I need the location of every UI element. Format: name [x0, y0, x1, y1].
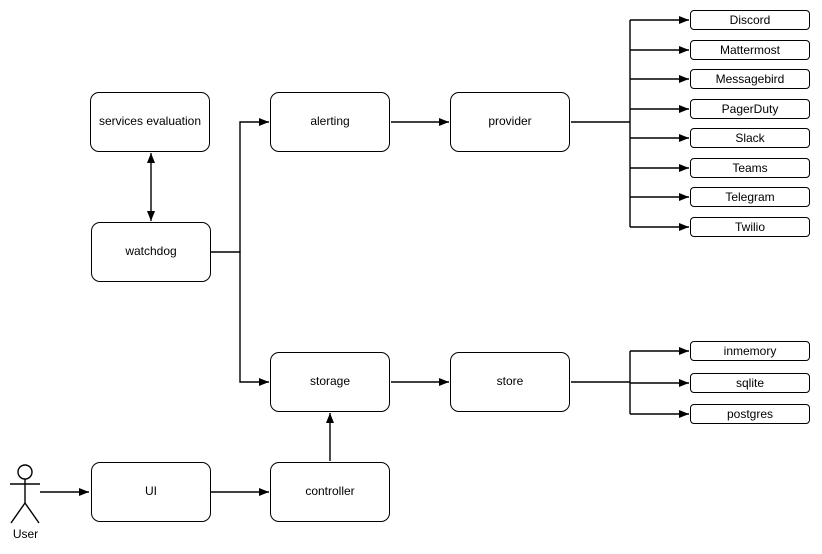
leaf-store-sqlite: sqlite — [690, 373, 810, 393]
leaf-provider-pagerduty: PagerDuty — [690, 99, 810, 119]
actor-head — [17, 464, 33, 480]
user-actor-icon — [10, 464, 40, 524]
leaf-provider-slack: Slack — [690, 128, 810, 148]
actor-leg-left — [10, 502, 26, 524]
edge-watchdog-alerting — [211, 118, 269, 253]
edge-watchdog-storage — [239, 252, 269, 386]
leaf-provider-twilio: Twilio — [690, 217, 810, 237]
leaf-provider-messagebird: Messagebird — [690, 69, 810, 89]
node-ui: UI — [91, 462, 211, 522]
node-services-evaluation: services evaluation — [90, 92, 210, 152]
user-actor-label: User — [12, 527, 39, 541]
leaf-provider-discord: Discord — [690, 10, 810, 30]
leaf-provider-mattermost: Mattermost — [690, 40, 810, 60]
node-alerting: alerting — [270, 92, 390, 152]
leaf-provider-teams: Teams — [690, 158, 810, 178]
leaf-store-postgres: postgres — [690, 404, 810, 424]
node-provider: provider — [450, 92, 570, 152]
node-storage: storage — [270, 352, 390, 412]
actor-leg-right — [24, 502, 40, 524]
node-watchdog: watchdog — [91, 222, 211, 282]
node-controller: controller — [270, 462, 390, 522]
leaf-store-inmemory: inmemory — [690, 341, 810, 361]
node-store: store — [450, 352, 570, 412]
leaf-provider-telegram: Telegram — [690, 187, 810, 207]
